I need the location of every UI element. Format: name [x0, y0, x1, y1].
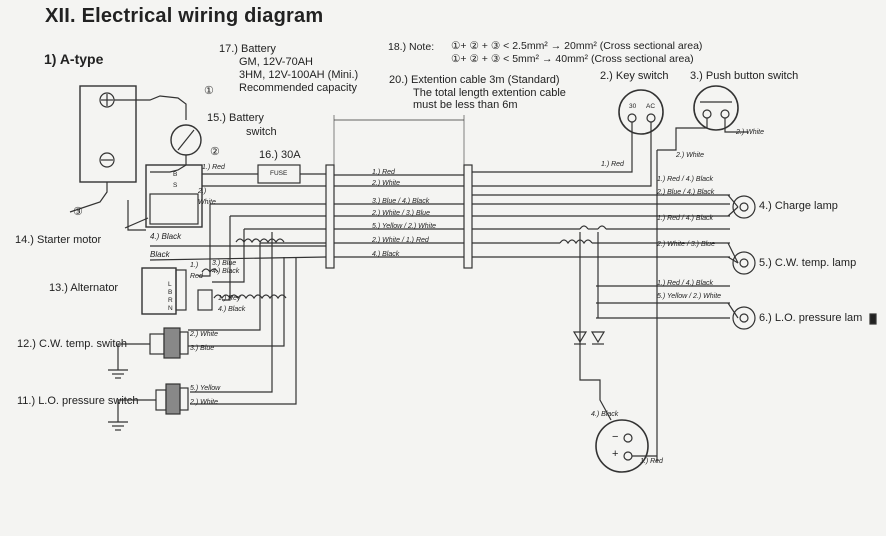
wire-label: 4.) Black [212, 268, 240, 275]
lo-switch-label: 11.) L.O. pressure switch [17, 395, 139, 407]
connector-right [463, 164, 473, 269]
extension-line-1: 20.) Extention cable 3m (Standard) [389, 74, 560, 86]
battery-line-1: GM, 12V-70AH [239, 56, 313, 68]
terminal-n: N [168, 305, 173, 312]
wire-label: 1.) Red / 4.) Black [657, 215, 714, 222]
battery-line-2: 3HM, 12V-100AH (Mini.) [239, 69, 359, 81]
wire-label: 2.) White [736, 129, 765, 136]
fuse-text: FUSE [270, 170, 288, 177]
lo-pressure-lamp [727, 302, 756, 330]
harness-wire-label: 2.) White / 1.) Red [372, 237, 429, 244]
wire-label: Red [190, 273, 203, 280]
harness-wire-label: 2.) White [372, 180, 401, 187]
terminal-r: R [168, 297, 173, 304]
connector-left [325, 164, 335, 269]
charge-lamp-label: 4.) Charge lamp [759, 200, 838, 212]
lo-pressure-switch [155, 389, 167, 411]
cw-temp-switch [149, 333, 165, 355]
wire-label: 4.) Black [218, 306, 246, 313]
harness-wire-label: 4.) Black [372, 251, 400, 258]
subtitle: 1) A-type [44, 51, 104, 67]
terminal-b2: B [168, 289, 173, 296]
extension-line-2: The total length extention cable [413, 87, 566, 99]
wire-label: 1.) Rey [218, 295, 241, 302]
battery-switch-label-2: switch [246, 126, 277, 138]
battery-symbol [595, 419, 649, 473]
terminal-b: B [173, 171, 178, 178]
extension-line-3: must be less than 6m [413, 99, 518, 111]
wire-label: 5.) Yellow [190, 385, 221, 392]
starter-motor-label: 14.) Starter motor [15, 234, 102, 246]
key-switch-ac: AC [646, 103, 656, 110]
wire-label: 1.) Red [202, 164, 225, 171]
wire-label: 5.) Yellow / 2.) White [657, 293, 722, 300]
wire-label: 3.) Blue [212, 260, 237, 267]
battery-plus: + [612, 448, 619, 460]
wire-label: White [198, 199, 216, 206]
wire-label: 2.) White [190, 399, 219, 406]
cw-switch-label: 12.) C.W. temp. switch [17, 338, 128, 350]
battery-line-3: Recommended capacity [239, 82, 358, 94]
cw-temp-lamp [727, 242, 756, 275]
alternator-label: 13.) Alternator [49, 282, 119, 294]
harness-wire-label: 5.) Yellow / 2.) White [372, 223, 437, 230]
diode-left [572, 331, 588, 344]
note-line-1: ①+ ② + ③ < 2.5mm² → 20mm² (Cross section… [451, 40, 703, 52]
terminal-s: S [173, 182, 178, 189]
marker-1: ① [204, 85, 214, 97]
wire-label: 2.) White / 3.) Blue [657, 241, 715, 248]
charge-lamp [727, 194, 756, 219]
wire-label: 4.) Black [591, 411, 619, 418]
marker-3: ③ [73, 206, 83, 218]
push-button-switch [693, 85, 739, 131]
wire-label: 1.) Red / 4.) Black [657, 176, 714, 183]
battery-switch-label-1: 15.) Battery [207, 112, 264, 124]
wire-label: 2.) White [190, 331, 219, 338]
fuse-label: 16.) 30A [259, 149, 301, 161]
key-switch [618, 89, 664, 135]
starter-motor [145, 164, 203, 228]
key-switch-30: 30 [629, 103, 637, 110]
terminal-l: L [168, 281, 172, 288]
lo-lamp-label: 6.) L.O. pressure lam [759, 312, 863, 324]
harness-wire-label: 1.) Red [372, 169, 395, 176]
wire-label: Black [150, 250, 170, 259]
battery-label: 17.) Battery [219, 43, 276, 55]
wire-label: 3.) Blue [190, 345, 215, 352]
wire-label: 1.) Red [601, 161, 624, 168]
wire-label: 1.) Red / 4.) Black [657, 280, 714, 287]
note-label: 18.) Note: [388, 41, 435, 53]
wire-label: 2.) [198, 188, 207, 195]
push-button-label: 3.) Push button switch [690, 70, 799, 82]
page-title: XII. Electrical wiring diagram [45, 5, 324, 27]
wire-label: 1.) [190, 262, 199, 269]
note-line-2: ①+ ② + ③ < 5mm² → 40mm² (Cross sectional… [451, 53, 694, 65]
wire-label: 2.) White [676, 152, 705, 159]
wire-label: 2.) Blue / 4.) Black [657, 189, 715, 196]
wire-label: 1.) Red [640, 458, 663, 465]
battery-minus: − [612, 431, 619, 443]
key-switch-label: 2.) Key switch [600, 70, 669, 82]
harness-wire-label: 2.) White / 3.) Blue [372, 210, 430, 217]
cw-lamp-label: 5.) C.W. temp. lamp [759, 257, 857, 269]
harness-wire-label: 3.) Blue / 4.) Black [372, 198, 430, 205]
wire-label: 4.) Black [150, 232, 182, 241]
diode-right [590, 331, 606, 344]
battery [79, 85, 137, 183]
marker-2: ② [210, 146, 220, 158]
